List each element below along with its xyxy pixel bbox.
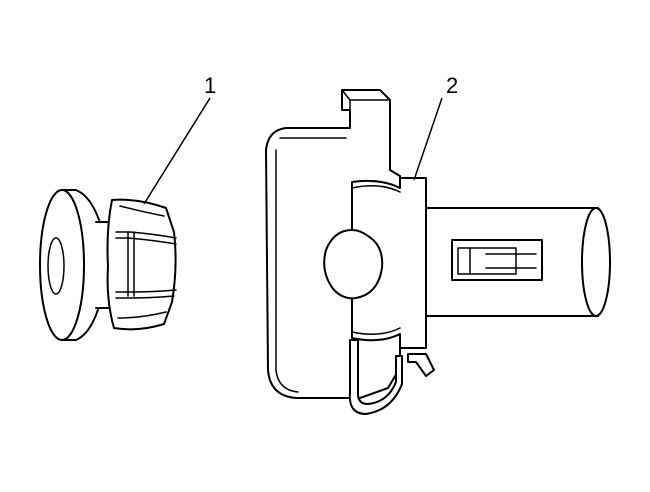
part-1-grommet	[39, 189, 177, 341]
callout-1: 1	[143, 73, 216, 205]
release-tab-slot	[451, 239, 543, 281]
grommet-barrel	[106, 198, 177, 331]
part-2-housing	[265, 89, 611, 415]
callout-1-leader	[143, 97, 211, 205]
callout-2-label: 2	[446, 73, 458, 98]
housing-center-body	[351, 177, 427, 349]
housing-lock-prong	[407, 353, 435, 377]
housing-lower-latch	[348, 339, 403, 415]
callout-2: 2	[413, 73, 458, 181]
housing-boss	[323, 229, 384, 300]
callout-1-label: 1	[204, 73, 216, 98]
callout-2-leader	[413, 97, 443, 181]
